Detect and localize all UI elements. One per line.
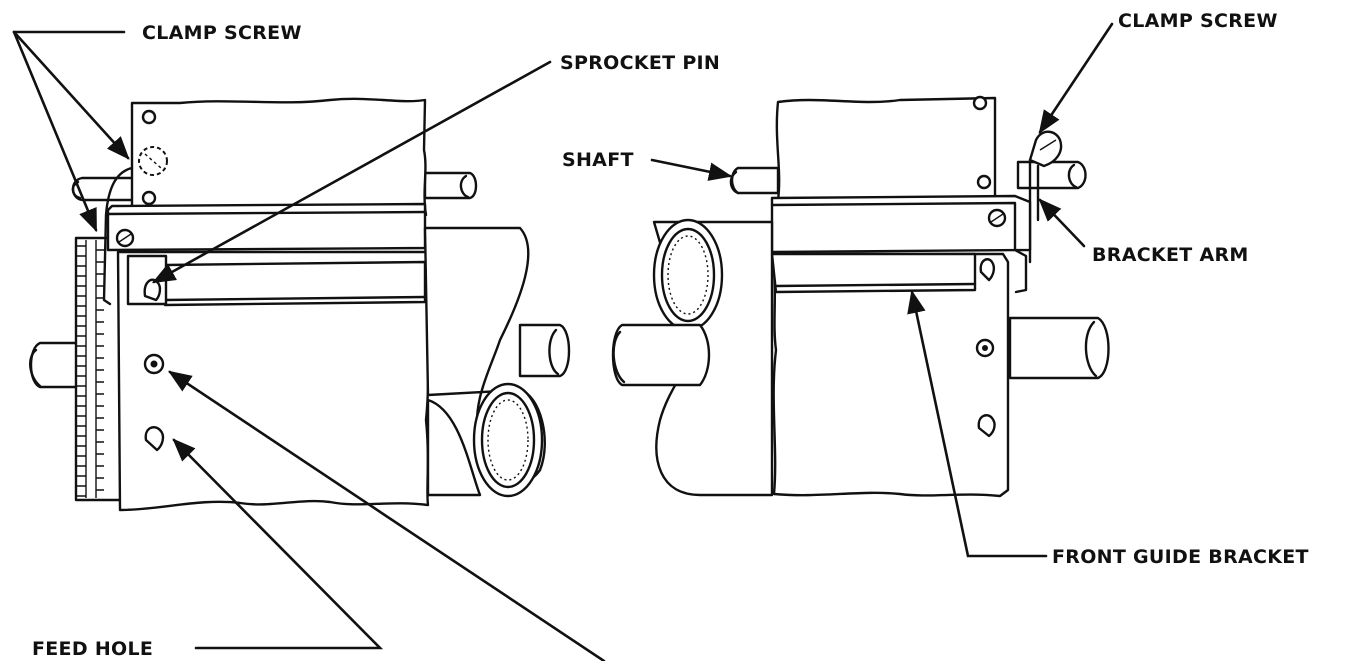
sprocket-gear <box>74 236 126 502</box>
left-paper-roll <box>423 226 571 498</box>
right-assembly <box>611 95 1110 498</box>
right-bracket-arm <box>1013 248 1028 294</box>
left-sprocket-pin <box>143 278 162 302</box>
leader-feed-hole <box>172 438 384 650</box>
leader-lines <box>12 22 1114 661</box>
label-feed-hole: FEED HOLE <box>32 638 153 660</box>
right-paper-roll <box>611 218 774 497</box>
label-clamp-screw-right: CLAMP SCREW <box>1118 10 1278 32</box>
labels: CLAMP SCREW SPROCKET PIN SHAFT CLAMP SCR… <box>32 10 1309 660</box>
right-upper-shaft <box>730 166 780 195</box>
label-shaft: SHAFT <box>562 149 634 171</box>
label-clamp-screw-left: CLAMP SCREW <box>142 22 302 44</box>
label-sprocket-pin: SPROCKET PIN <box>560 52 720 74</box>
label-front-guide-bracket: FRONT GUIDE BRACKET <box>1052 546 1309 568</box>
left-clamp-screw <box>138 146 168 176</box>
right-clamp-screw <box>1028 130 1063 264</box>
left-assembly <box>29 97 571 512</box>
leader-bracket-arm <box>1038 198 1086 248</box>
label-bracket-arm: BRACKET ARM <box>1092 244 1249 266</box>
leader-sprocket-pin <box>151 60 552 284</box>
right-lower-shaft <box>1008 316 1110 380</box>
right-clamp-bar <box>770 194 1032 254</box>
left-clamp-bar <box>106 202 427 252</box>
leader-front-guide-bracket <box>907 289 1048 558</box>
left-back-plate <box>130 97 428 217</box>
leader-shaft <box>650 158 733 181</box>
leader-clamp-screw-right <box>1038 22 1114 134</box>
right-back-plate <box>775 96 997 202</box>
left-lower-shaft <box>29 341 82 389</box>
left-lower-pin <box>144 426 165 452</box>
